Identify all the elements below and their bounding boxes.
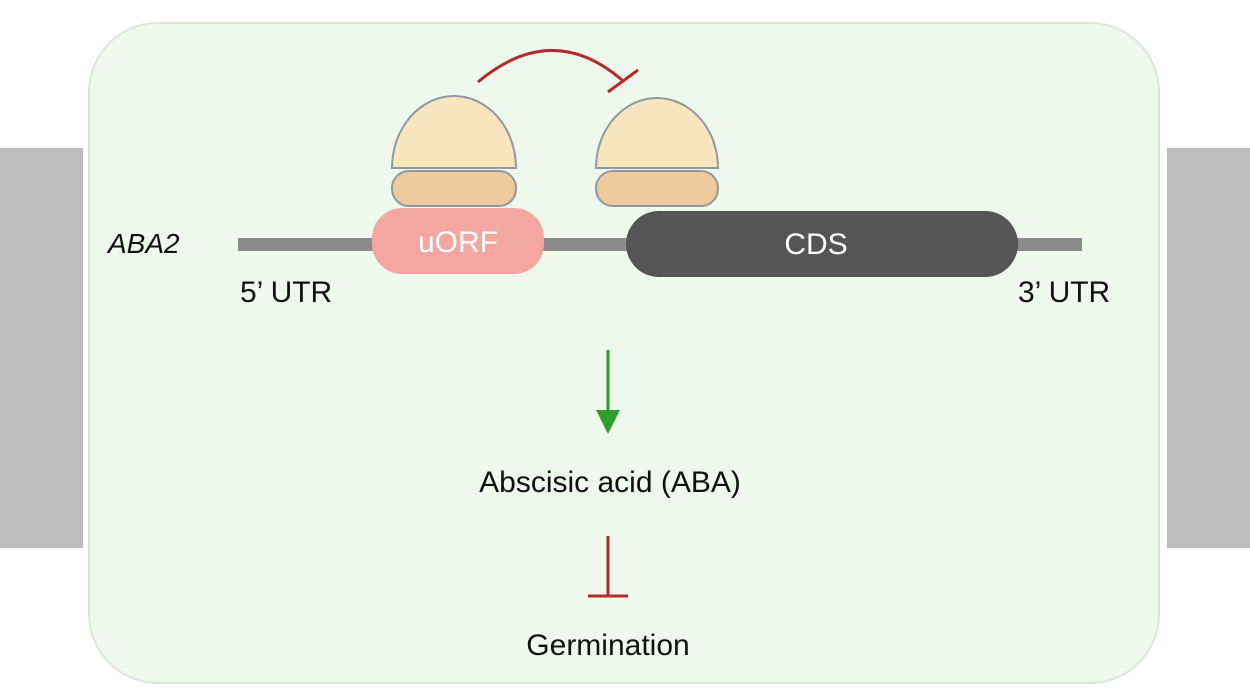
left-gray-bar	[0, 148, 83, 548]
product-label: Abscisic acid (ABA)	[479, 466, 741, 499]
uorf-label: uORF	[418, 226, 498, 259]
ribosome-large-subunit	[594, 97, 720, 169]
cds-label: CDS	[784, 228, 847, 261]
gene-label: ABA2	[106, 228, 180, 259]
outcome-label: Germination	[526, 629, 689, 662]
activation-arrow-head	[596, 410, 620, 434]
utr3-label: 3’ UTR	[1018, 276, 1110, 309]
ribosome-cds	[594, 97, 720, 207]
ribosome-small-subunit	[595, 170, 719, 207]
cds-segment	[626, 211, 1018, 277]
right-gray-bar	[1167, 148, 1250, 548]
utr5-label: 5’ UTR	[240, 276, 332, 309]
ribosome-inhibition-arc	[477, 49, 623, 84]
ribosome-large-subunit	[390, 95, 518, 169]
ribosome-uorf	[390, 95, 518, 207]
ribosome-inhibition-bar	[607, 68, 639, 94]
uorf-segment	[372, 208, 544, 274]
ribosome-small-subunit	[391, 170, 517, 207]
